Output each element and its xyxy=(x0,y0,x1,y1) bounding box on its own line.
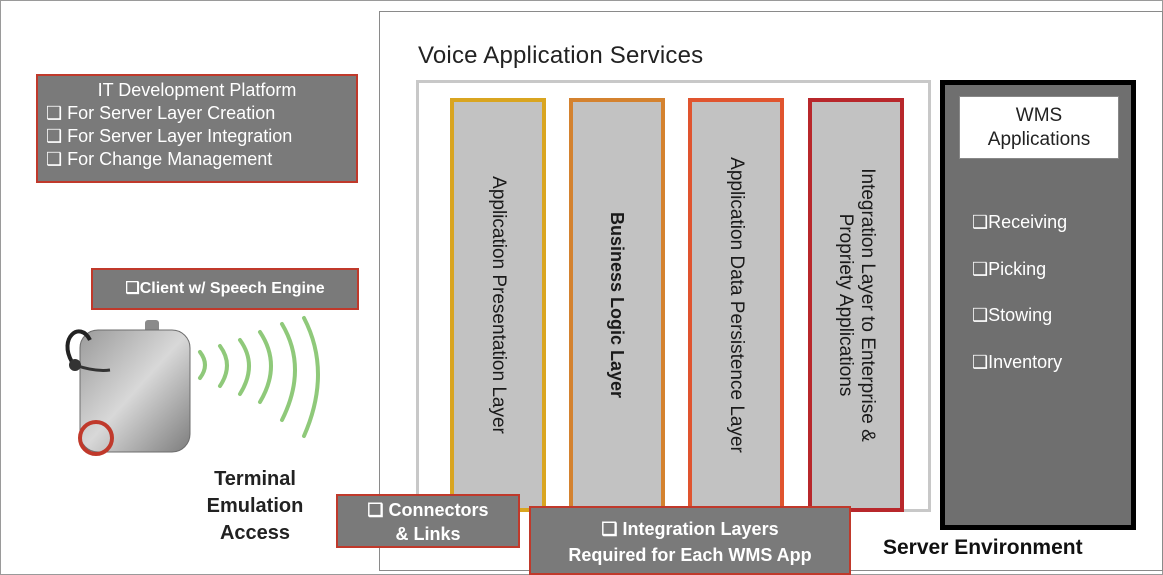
headset-device-icon xyxy=(65,316,320,456)
wms-title-line2: Applications xyxy=(987,129,1091,150)
integration-line: Required for Each WMS App xyxy=(568,545,812,565)
layer-application-presentation: Application Presentation Layer xyxy=(450,98,546,512)
terminal-line: Emulation xyxy=(206,495,304,517)
layer-label: Application Data Persistence Layer xyxy=(726,157,747,453)
layer-integration: Integration Layer to Enterprise & Propri… xyxy=(808,98,904,512)
wms-title: WMS Applications xyxy=(959,96,1119,159)
layer-label: Business Logic Layer xyxy=(607,211,627,399)
wms-item-inventory: ❑Inventory xyxy=(972,352,1063,372)
integration-line: ❑ Integration Layers xyxy=(601,519,779,539)
voice-application-services-title: Voice Application Services xyxy=(418,42,704,69)
wms-item-stowing: ❑Stowing xyxy=(972,305,1053,325)
wms-item-picking: ❑Picking xyxy=(972,259,1047,279)
layer-application-data-persistence: Application Data Persistence Layer xyxy=(688,98,784,512)
layer-label: Application Presentation Layer xyxy=(488,176,509,434)
terminal-emulation-access-label: Terminal Emulation Access xyxy=(180,466,330,547)
layer-business-logic: Business Logic Layer xyxy=(569,98,665,512)
it-platform-item: ❑ For Server Layer Integration xyxy=(46,126,293,146)
integration-layers-box: ❑ Integration Layers Required for Each W… xyxy=(529,506,851,575)
it-development-platform-box: IT Development Platform ❑ For Server Lay… xyxy=(36,74,358,183)
connectors-line: ❑ Connectors xyxy=(367,500,489,520)
connectors-links-box: ❑ Connectors & Links xyxy=(336,494,520,548)
it-platform-item: ❑ For Change Management xyxy=(46,149,273,169)
layer-label: Integration Layer to Enterprise & Propri… xyxy=(834,168,878,442)
server-environment-label: Server Environment xyxy=(883,536,1083,559)
connectors-line: & Links xyxy=(395,524,461,544)
wms-title-line1: WMS xyxy=(1015,105,1063,126)
terminal-line: Terminal xyxy=(214,468,296,490)
layer-label-line2: Propriety Applications xyxy=(835,213,856,397)
it-platform-title: IT Development Platform xyxy=(97,80,297,100)
terminal-line: Access xyxy=(219,522,291,544)
sound-wave-icon xyxy=(198,316,320,438)
client-speech-engine-box: ❑Client w/ Speech Engine xyxy=(91,268,359,310)
layer-label-line1: Integration Layer to Enterprise & xyxy=(857,168,878,442)
wms-item-receiving: ❑Receiving xyxy=(972,212,1068,232)
it-platform-item: ❑ For Server Layer Creation xyxy=(46,103,276,123)
